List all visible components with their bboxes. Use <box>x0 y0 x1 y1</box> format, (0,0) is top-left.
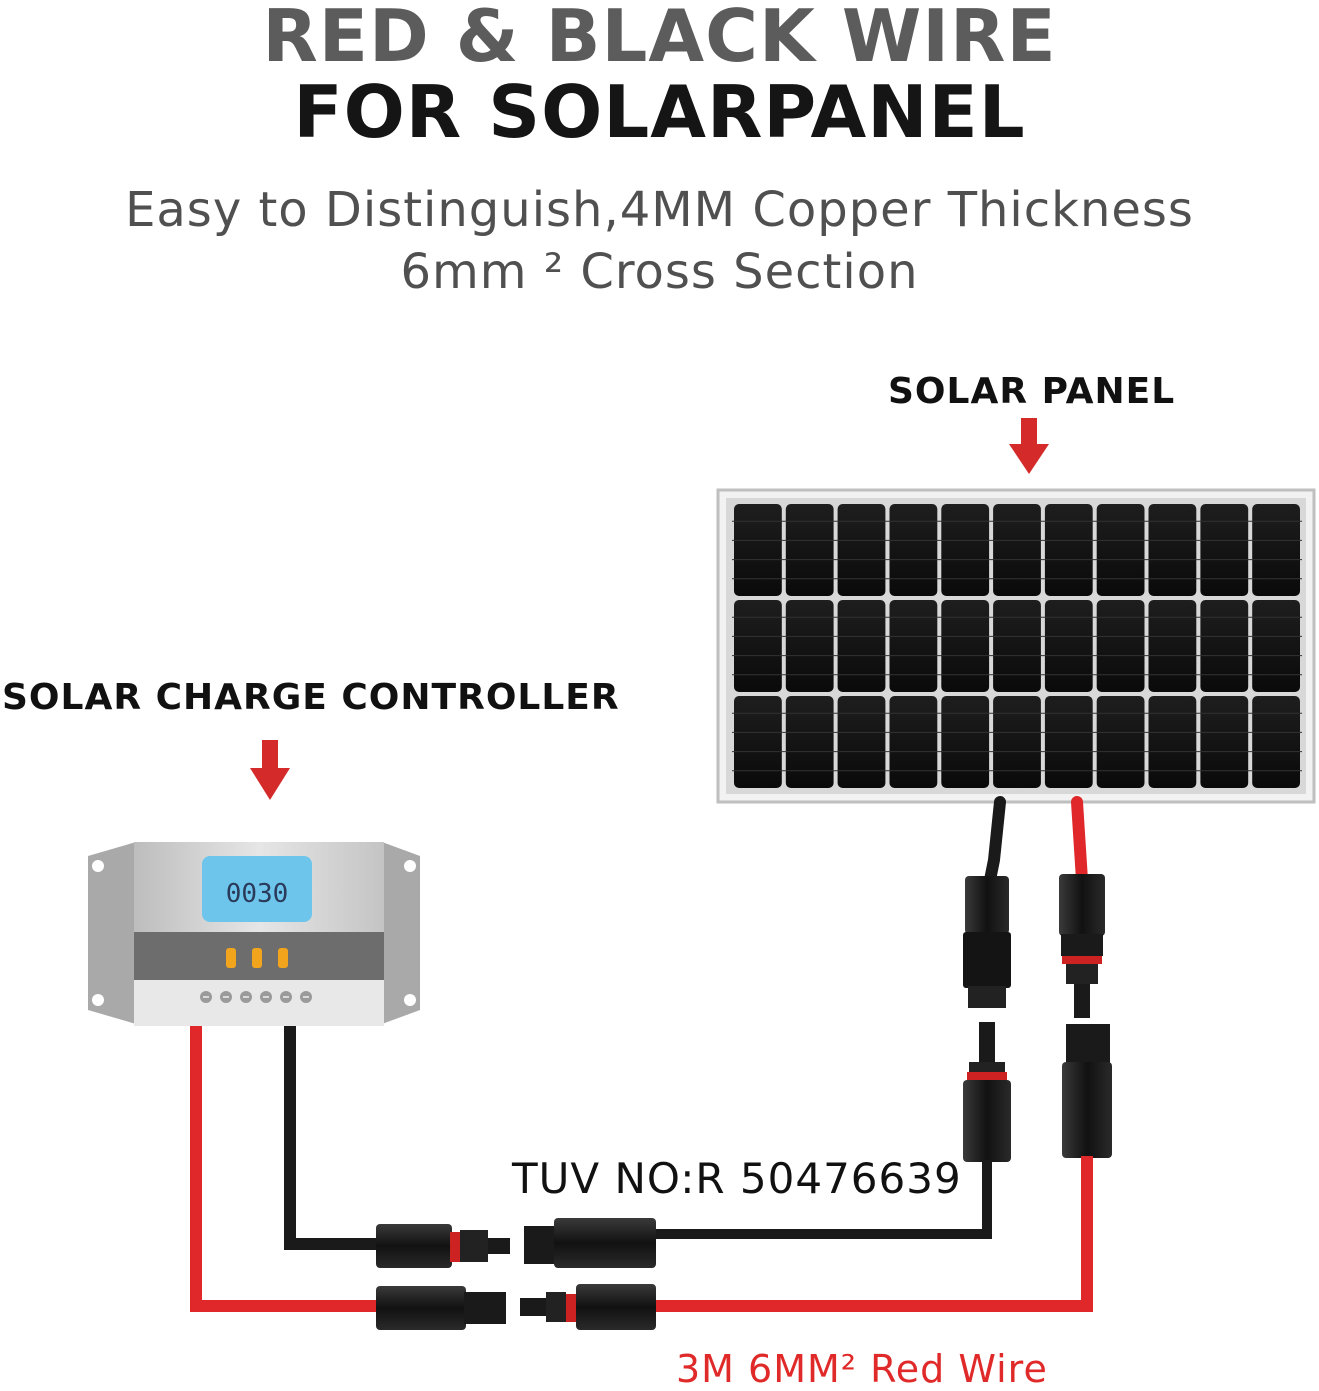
subtitle-line-1: Easy to Distinguish,4MM Copper Thickness <box>125 182 1194 238</box>
solar-cell <box>889 600 938 692</box>
solar-charge-controller: 0030 <box>88 842 420 1026</box>
solar-cell <box>993 696 1041 788</box>
controller-red-cable <box>190 1026 380 1312</box>
mc4-connector-extension-black <box>524 1218 656 1268</box>
terminal-screws <box>200 991 312 1003</box>
solar-cell <box>837 696 886 788</box>
panel-red-cable <box>1071 796 1088 886</box>
solar-cell <box>1096 504 1145 596</box>
solar-cell <box>993 600 1041 692</box>
solar-cell <box>1044 600 1093 692</box>
solar-cell <box>785 600 834 692</box>
solar-cell <box>734 696 782 788</box>
mc4-connector-controller-black <box>376 1224 510 1268</box>
tuv-certification-label: TUV NO:R 50476639 <box>512 1154 962 1203</box>
mc4-connector-panel-red <box>1059 874 1105 1018</box>
solar-cell <box>993 504 1041 596</box>
solar-cell <box>785 504 834 596</box>
lcd-readout: 0030 <box>226 879 289 909</box>
solar-cell <box>889 504 938 596</box>
solar-cell <box>1096 600 1145 692</box>
mc4-connector-controller-red <box>376 1286 506 1330</box>
solar-cell <box>1148 600 1197 692</box>
red-wire-label: 3M 6MM² Red Wire <box>676 1347 1048 1391</box>
black-extension-cable <box>652 1160 992 1239</box>
solar-cell <box>1252 504 1300 596</box>
solar-cell <box>1200 504 1249 596</box>
solar-cell <box>1252 600 1300 692</box>
subtitle-line-2: 6mm ² Cross Section <box>400 244 919 300</box>
solar-cell <box>889 696 938 788</box>
led-indicator <box>278 948 288 968</box>
arrow-down-icon-panel <box>1009 418 1049 474</box>
solar-cell <box>734 600 782 692</box>
title-line-1: RED & BLACK WIRE <box>262 0 1057 78</box>
led-indicator <box>252 948 262 968</box>
mc4-connector-extension-red <box>520 1284 656 1330</box>
solar-cell <box>1044 504 1093 596</box>
solar-cell <box>941 600 990 692</box>
panel-black-cable <box>984 796 1006 886</box>
solar-cell <box>837 600 886 692</box>
mc4-connector-panel-black <box>963 876 1011 1008</box>
solar-cells <box>732 504 1302 788</box>
solar-cell <box>1148 504 1197 596</box>
mc4-connector-mid-red <box>1062 1024 1112 1158</box>
controller-black-cable <box>284 1026 380 1250</box>
lcd-display <box>202 856 312 922</box>
led-indicator <box>226 948 236 968</box>
solar-panel <box>716 488 1316 804</box>
solar-cell <box>941 504 990 596</box>
solar-cell <box>785 696 834 788</box>
red-extension-cable <box>652 1156 1093 1312</box>
charge-controller-label: SOLAR CHARGE CONTROLLER <box>2 677 620 718</box>
solar-panel-label: SOLAR PANEL <box>888 371 1176 412</box>
solar-cell <box>941 696 990 788</box>
title-line-2: FOR SOLARPANEL <box>293 70 1026 154</box>
solar-cell <box>837 504 886 596</box>
arrow-down-icon-controller <box>250 740 290 800</box>
solar-cell <box>1200 600 1249 692</box>
solar-cell <box>734 504 782 596</box>
solar-cell <box>1252 696 1300 788</box>
mc4-connector-mid-black <box>963 1022 1011 1162</box>
solar-cell <box>1044 696 1093 788</box>
solar-cell <box>1096 696 1145 788</box>
solar-cell <box>1148 696 1197 788</box>
solar-cell <box>1200 696 1249 788</box>
